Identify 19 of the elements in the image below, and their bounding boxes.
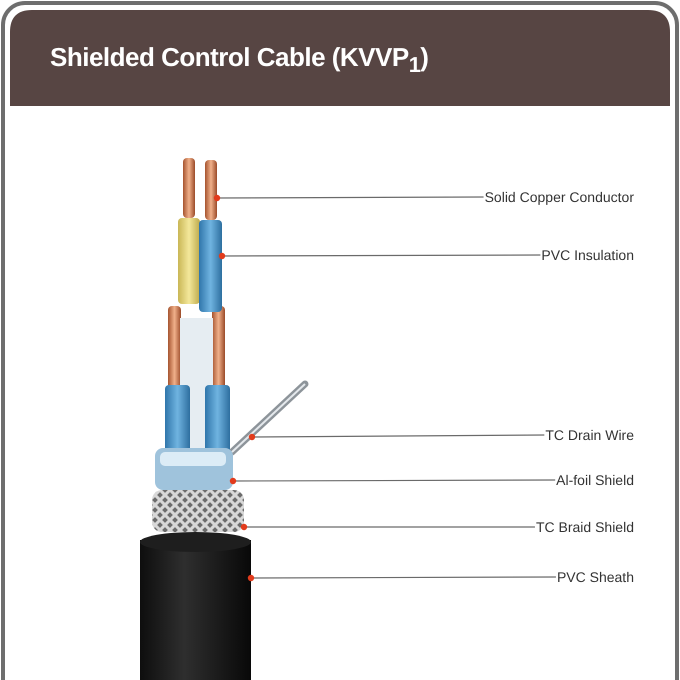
sheath-drawing: [140, 532, 251, 680]
braid-shield-drawing: [152, 490, 244, 532]
leader-line: [230, 478, 556, 484]
foil-shield-drawing: [155, 448, 233, 490]
drain-wire-drawing: [228, 380, 308, 456]
part-label: Solid Copper Conductor: [484, 188, 634, 206]
leader-line: [248, 434, 544, 440]
leader-line: [214, 194, 484, 202]
part-label: TC Braid Shield: [536, 518, 634, 536]
leader-line: [248, 574, 556, 582]
part-label: PVC Insulation: [541, 246, 634, 264]
insulation-drawing: [178, 218, 222, 312]
title: Shielded Control Cable (KVVP$_{1}$): [50, 42, 428, 80]
copper-conductor-drawing: [183, 158, 217, 220]
leader-line: [218, 252, 540, 260]
part-label: PVC Sheath: [556, 568, 634, 586]
part-label: TC Drain Wire: [545, 426, 634, 444]
part-label: Al-foil Shield: [556, 471, 634, 489]
leader-line: [240, 524, 535, 530]
